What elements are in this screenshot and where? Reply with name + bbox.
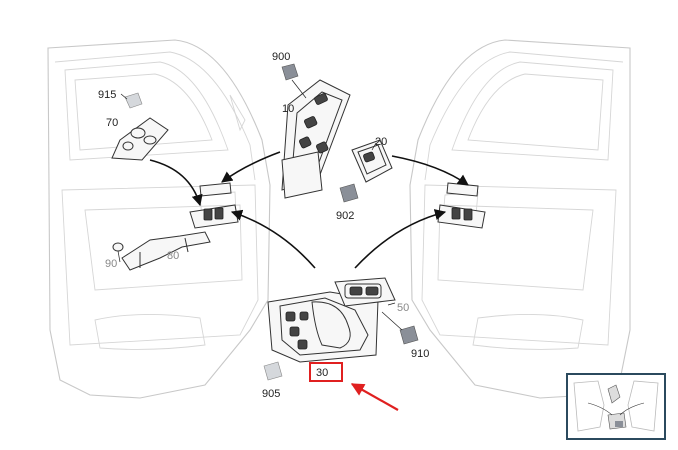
overview-thumbnail-image	[573, 380, 659, 432]
callout-910: 910	[411, 348, 429, 360]
part-902-connector	[339, 183, 359, 203]
part-20-switch	[351, 139, 393, 183]
part-905-connector	[263, 361, 283, 381]
callout-90: 90	[105, 258, 117, 270]
arrow-part30-to-right-door	[354, 209, 447, 269]
callout-915: 915	[98, 89, 116, 101]
arrow-part70-to-left-door	[149, 159, 203, 207]
callout-902: 902	[336, 210, 354, 222]
callout-80: 80	[167, 250, 179, 262]
part-50-rocker-switch	[334, 277, 396, 307]
callout-905: 905	[262, 388, 280, 400]
callout-50: 50	[397, 302, 409, 314]
callout-30: 30	[316, 367, 328, 379]
highlight-arrow	[350, 383, 399, 411]
arrow-part20-to-right-door	[391, 155, 469, 186]
part-80-bracket	[121, 231, 211, 271]
arrow-part30-to-left-door	[230, 209, 316, 269]
callout-10: 10	[282, 103, 294, 115]
overview-thumbnail[interactable]	[566, 373, 666, 440]
left-door-switch-panel	[189, 182, 239, 229]
callout-70: 70	[106, 117, 118, 129]
callout-30-highlight	[309, 362, 343, 382]
part-910-connector	[381, 311, 419, 345]
part-70-switch-plate	[111, 117, 169, 161]
arrow-part10-to-left-door	[221, 151, 281, 183]
part-30-seat-switch-module	[267, 291, 379, 363]
callout-20: 20	[375, 136, 387, 148]
part-10-window-switch	[281, 79, 351, 199]
callout-900: 900	[272, 51, 290, 63]
part-90-screw	[112, 242, 124, 263]
part-915-connector	[120, 92, 143, 109]
part-900-connector	[281, 63, 307, 99]
